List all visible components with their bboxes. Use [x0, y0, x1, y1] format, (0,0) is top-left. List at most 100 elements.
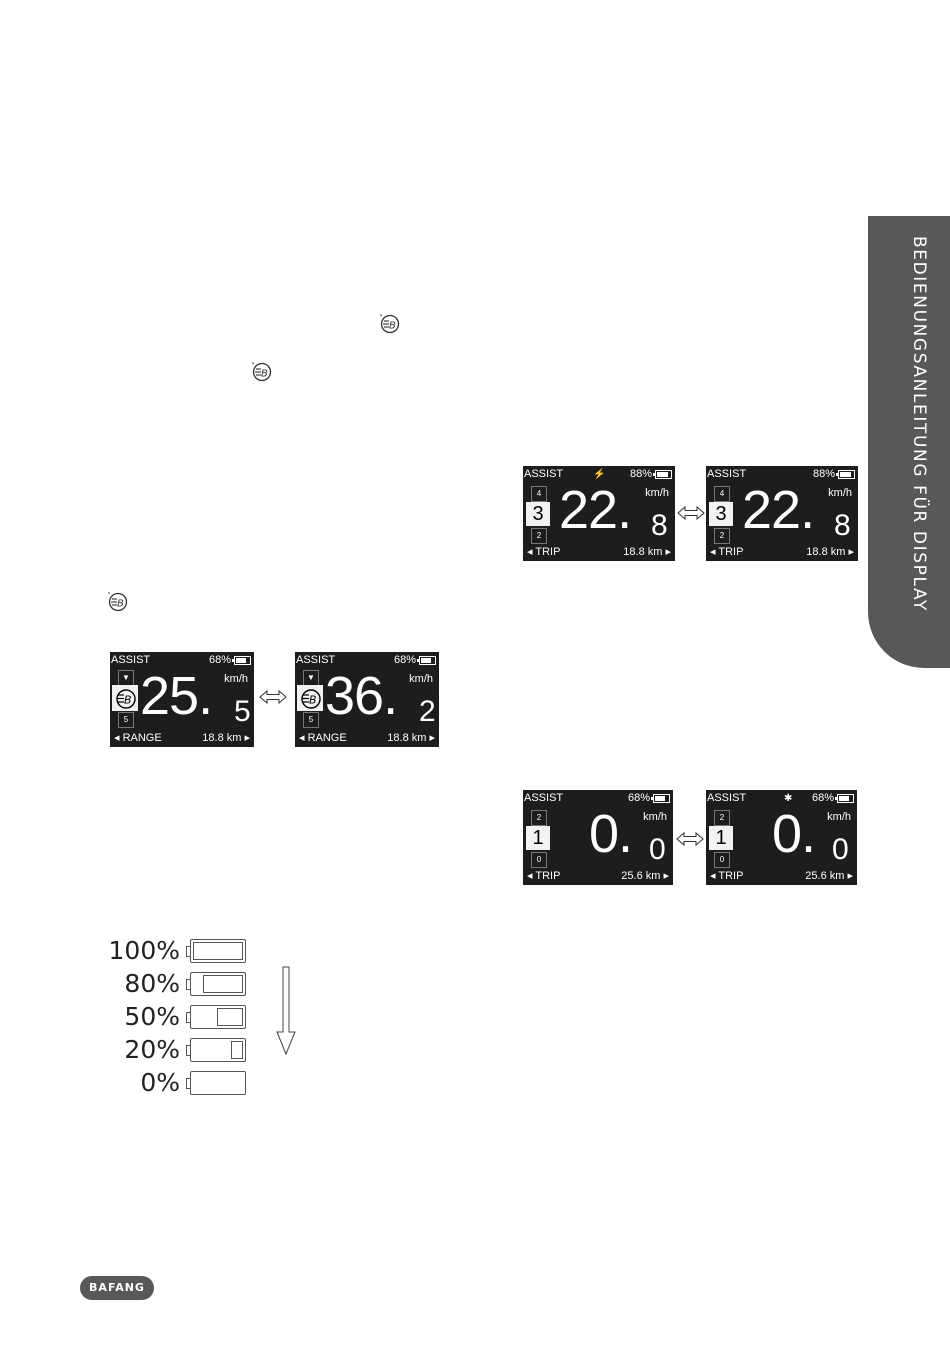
battery-percent: 68% [393, 654, 416, 666]
assist-label: ASSIST [707, 792, 747, 804]
battery-level-row: 0% [100, 1068, 250, 1098]
charging-plug-icon: ⚡ [593, 469, 606, 480]
level-above: 4 [531, 486, 547, 502]
battery-level-row: 80% [100, 969, 250, 999]
speed-decimal: 5 [234, 695, 251, 728]
footer-value: 18.8 km ▸ [806, 546, 854, 558]
level-below: 0 [531, 852, 547, 868]
level-selected: 1 [709, 826, 733, 850]
battery-icon [186, 1038, 246, 1062]
speed-decimal: 8 [834, 509, 851, 542]
side-tab [868, 216, 950, 668]
level-below: 0 [714, 852, 730, 868]
speed-unit: km/h [828, 487, 852, 499]
footer-label: ◂ TRIP [710, 546, 744, 558]
battery-level-row: 100% [100, 936, 250, 966]
boost-icon: B [112, 685, 138, 711]
display-charging-after: ASSIST 88% 4 3 2 22. 8 km/h ◂ TRIP 18.8 … [706, 466, 858, 561]
battery-level-label: 50% [124, 1002, 180, 1031]
double-arrow-icon [677, 505, 705, 521]
battery-level-label: 20% [124, 1035, 180, 1064]
speed-value: 0. [772, 804, 816, 864]
side-tab-title: BEDIENUNGSANLEITUNG FÜR DISPLAY [909, 236, 929, 612]
footer-label: ◂ TRIP [527, 546, 561, 558]
down-arrow-icon [276, 966, 296, 1056]
display-boost-before: ASSIST 68% ▼ B 5 25. 5 km/h ◂ RANGE 18.8… [110, 652, 254, 747]
footer-label: ◂ TRIP [527, 870, 561, 882]
level-above: 2 [714, 810, 730, 826]
speed-value: 0. [589, 804, 633, 864]
speed-unit: km/h [409, 673, 433, 685]
level-selected: 3 [526, 502, 550, 526]
speed-decimal: 0 [649, 833, 666, 866]
assist-label: ASSIST [524, 792, 564, 804]
speed-value: 25. [140, 666, 213, 726]
level-up-arrow-icon: ▼ [303, 670, 319, 686]
assist-label: ASSIST [296, 654, 336, 666]
battery-icon [417, 656, 436, 665]
battery-icon [186, 972, 246, 996]
speed-unit: km/h [645, 487, 669, 499]
battery-level-label: 0% [140, 1068, 180, 1097]
assist-label: ASSIST [707, 468, 747, 480]
level-below: 5 [118, 712, 134, 728]
speed-decimal: 0 [832, 833, 849, 866]
battery-icon [186, 1071, 246, 1095]
boost-icon: B [108, 592, 128, 612]
footer-value: 18.8 km ▸ [202, 732, 250, 744]
battery-level-row: 50% [100, 1002, 250, 1032]
display-charging-before: ASSIST ⚡ 88% 4 3 2 22. 8 km/h ◂ TRIP 18.… [523, 466, 675, 561]
speed-value: 22. [559, 480, 632, 540]
boost-icon: B [380, 314, 400, 334]
battery-percent: 68% [208, 654, 231, 666]
battery-icon [232, 656, 251, 665]
level-up-arrow-icon: ▼ [118, 670, 134, 686]
footer-label: ◂ TRIP [710, 870, 744, 882]
battery-icon [186, 939, 246, 963]
battery-level-row: 20% [100, 1035, 250, 1065]
level-above: 2 [531, 810, 547, 826]
battery-icon [653, 470, 672, 479]
svg-text:B: B [117, 599, 124, 610]
svg-text:B: B [389, 321, 396, 332]
display-boost-after: ASSIST 68% ▼ B 5 36. 2 km/h ◂ RANGE 18.8… [295, 652, 439, 747]
boost-icon: B [297, 685, 323, 711]
speed-decimal: 2 [419, 695, 436, 728]
svg-text:B: B [309, 694, 317, 707]
battery-level-label: 80% [124, 969, 180, 998]
level-below: 2 [714, 528, 730, 544]
speed-unit: km/h [224, 673, 248, 685]
battery-icon [836, 470, 855, 479]
speed-decimal: 8 [651, 509, 668, 542]
battery-icon [651, 794, 670, 803]
battery-level-label: 100% [108, 936, 180, 965]
assist-label: ASSIST [111, 654, 151, 666]
double-arrow-icon [259, 689, 287, 705]
speed-value: 22. [742, 480, 815, 540]
speed-value: 36. [325, 666, 398, 726]
level-selected: 3 [709, 502, 733, 526]
battery-percent: 68% [811, 792, 834, 804]
battery-icon [186, 1005, 246, 1029]
display-bluetooth-after: ASSIST ✱ 68% 2 1 0 0. 0 km/h ◂ TRIP 25.6… [706, 790, 857, 885]
level-below: 2 [531, 528, 547, 544]
battery-percent: 68% [627, 792, 650, 804]
speed-unit: km/h [827, 811, 851, 823]
level-above: 4 [714, 486, 730, 502]
assist-label: ASSIST [524, 468, 564, 480]
display-bluetooth-before: ASSIST 68% 2 1 0 0. 0 km/h ◂ TRIP 25.6 k… [523, 790, 673, 885]
footer-value: 18.8 km ▸ [387, 732, 435, 744]
battery-percent: 88% [629, 468, 652, 480]
footer-label: ◂ RANGE [299, 732, 347, 744]
footer-value: 25.6 km ▸ [621, 870, 669, 882]
double-arrow-icon [676, 831, 704, 847]
svg-text:B: B [261, 369, 268, 380]
footer-label: ◂ RANGE [114, 732, 162, 744]
svg-text:B: B [124, 694, 132, 707]
battery-percent: 88% [812, 468, 835, 480]
boost-icon: B [252, 362, 272, 382]
speed-unit: km/h [643, 811, 667, 823]
bluetooth-icon: ✱ [784, 793, 793, 804]
battery-icon [835, 794, 854, 803]
level-below: 5 [303, 712, 319, 728]
